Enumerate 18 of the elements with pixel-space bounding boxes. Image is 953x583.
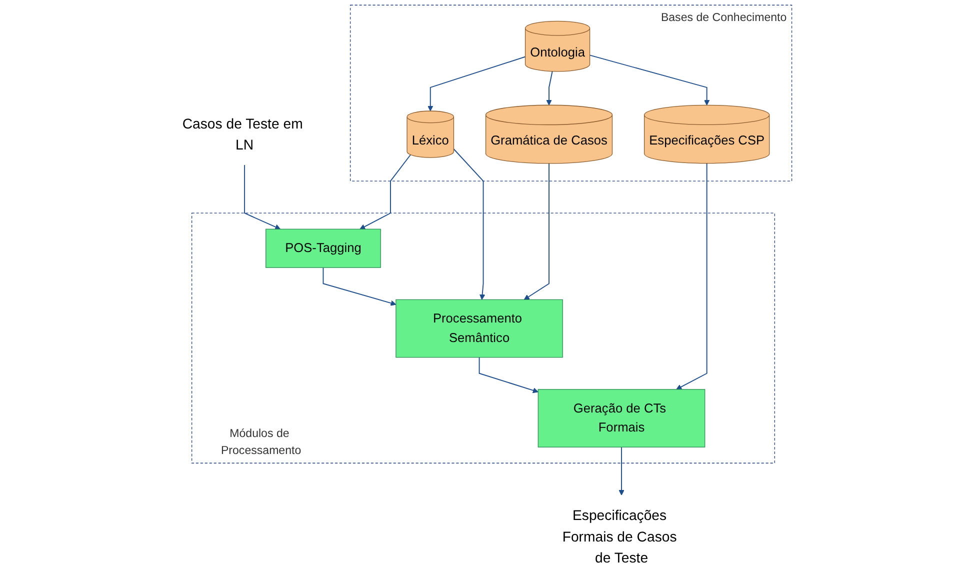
arrow xyxy=(244,164,281,230)
arrow xyxy=(524,162,550,300)
arrow xyxy=(676,162,708,390)
arrow xyxy=(360,154,412,230)
cluster xyxy=(350,4,792,182)
arrow xyxy=(618,446,624,496)
arrow xyxy=(453,148,486,300)
arrow xyxy=(322,267,396,306)
arrow xyxy=(428,56,526,112)
node-box xyxy=(538,389,706,448)
arrow xyxy=(546,70,553,106)
arrow xyxy=(478,356,538,394)
node-box xyxy=(396,299,563,358)
node-box xyxy=(266,228,381,268)
node-text: Especificações Formais de Casos de Teste xyxy=(562,507,677,566)
arrow xyxy=(589,54,710,106)
node-text: Casos de Teste em LN xyxy=(182,116,303,153)
cluster xyxy=(192,212,775,464)
